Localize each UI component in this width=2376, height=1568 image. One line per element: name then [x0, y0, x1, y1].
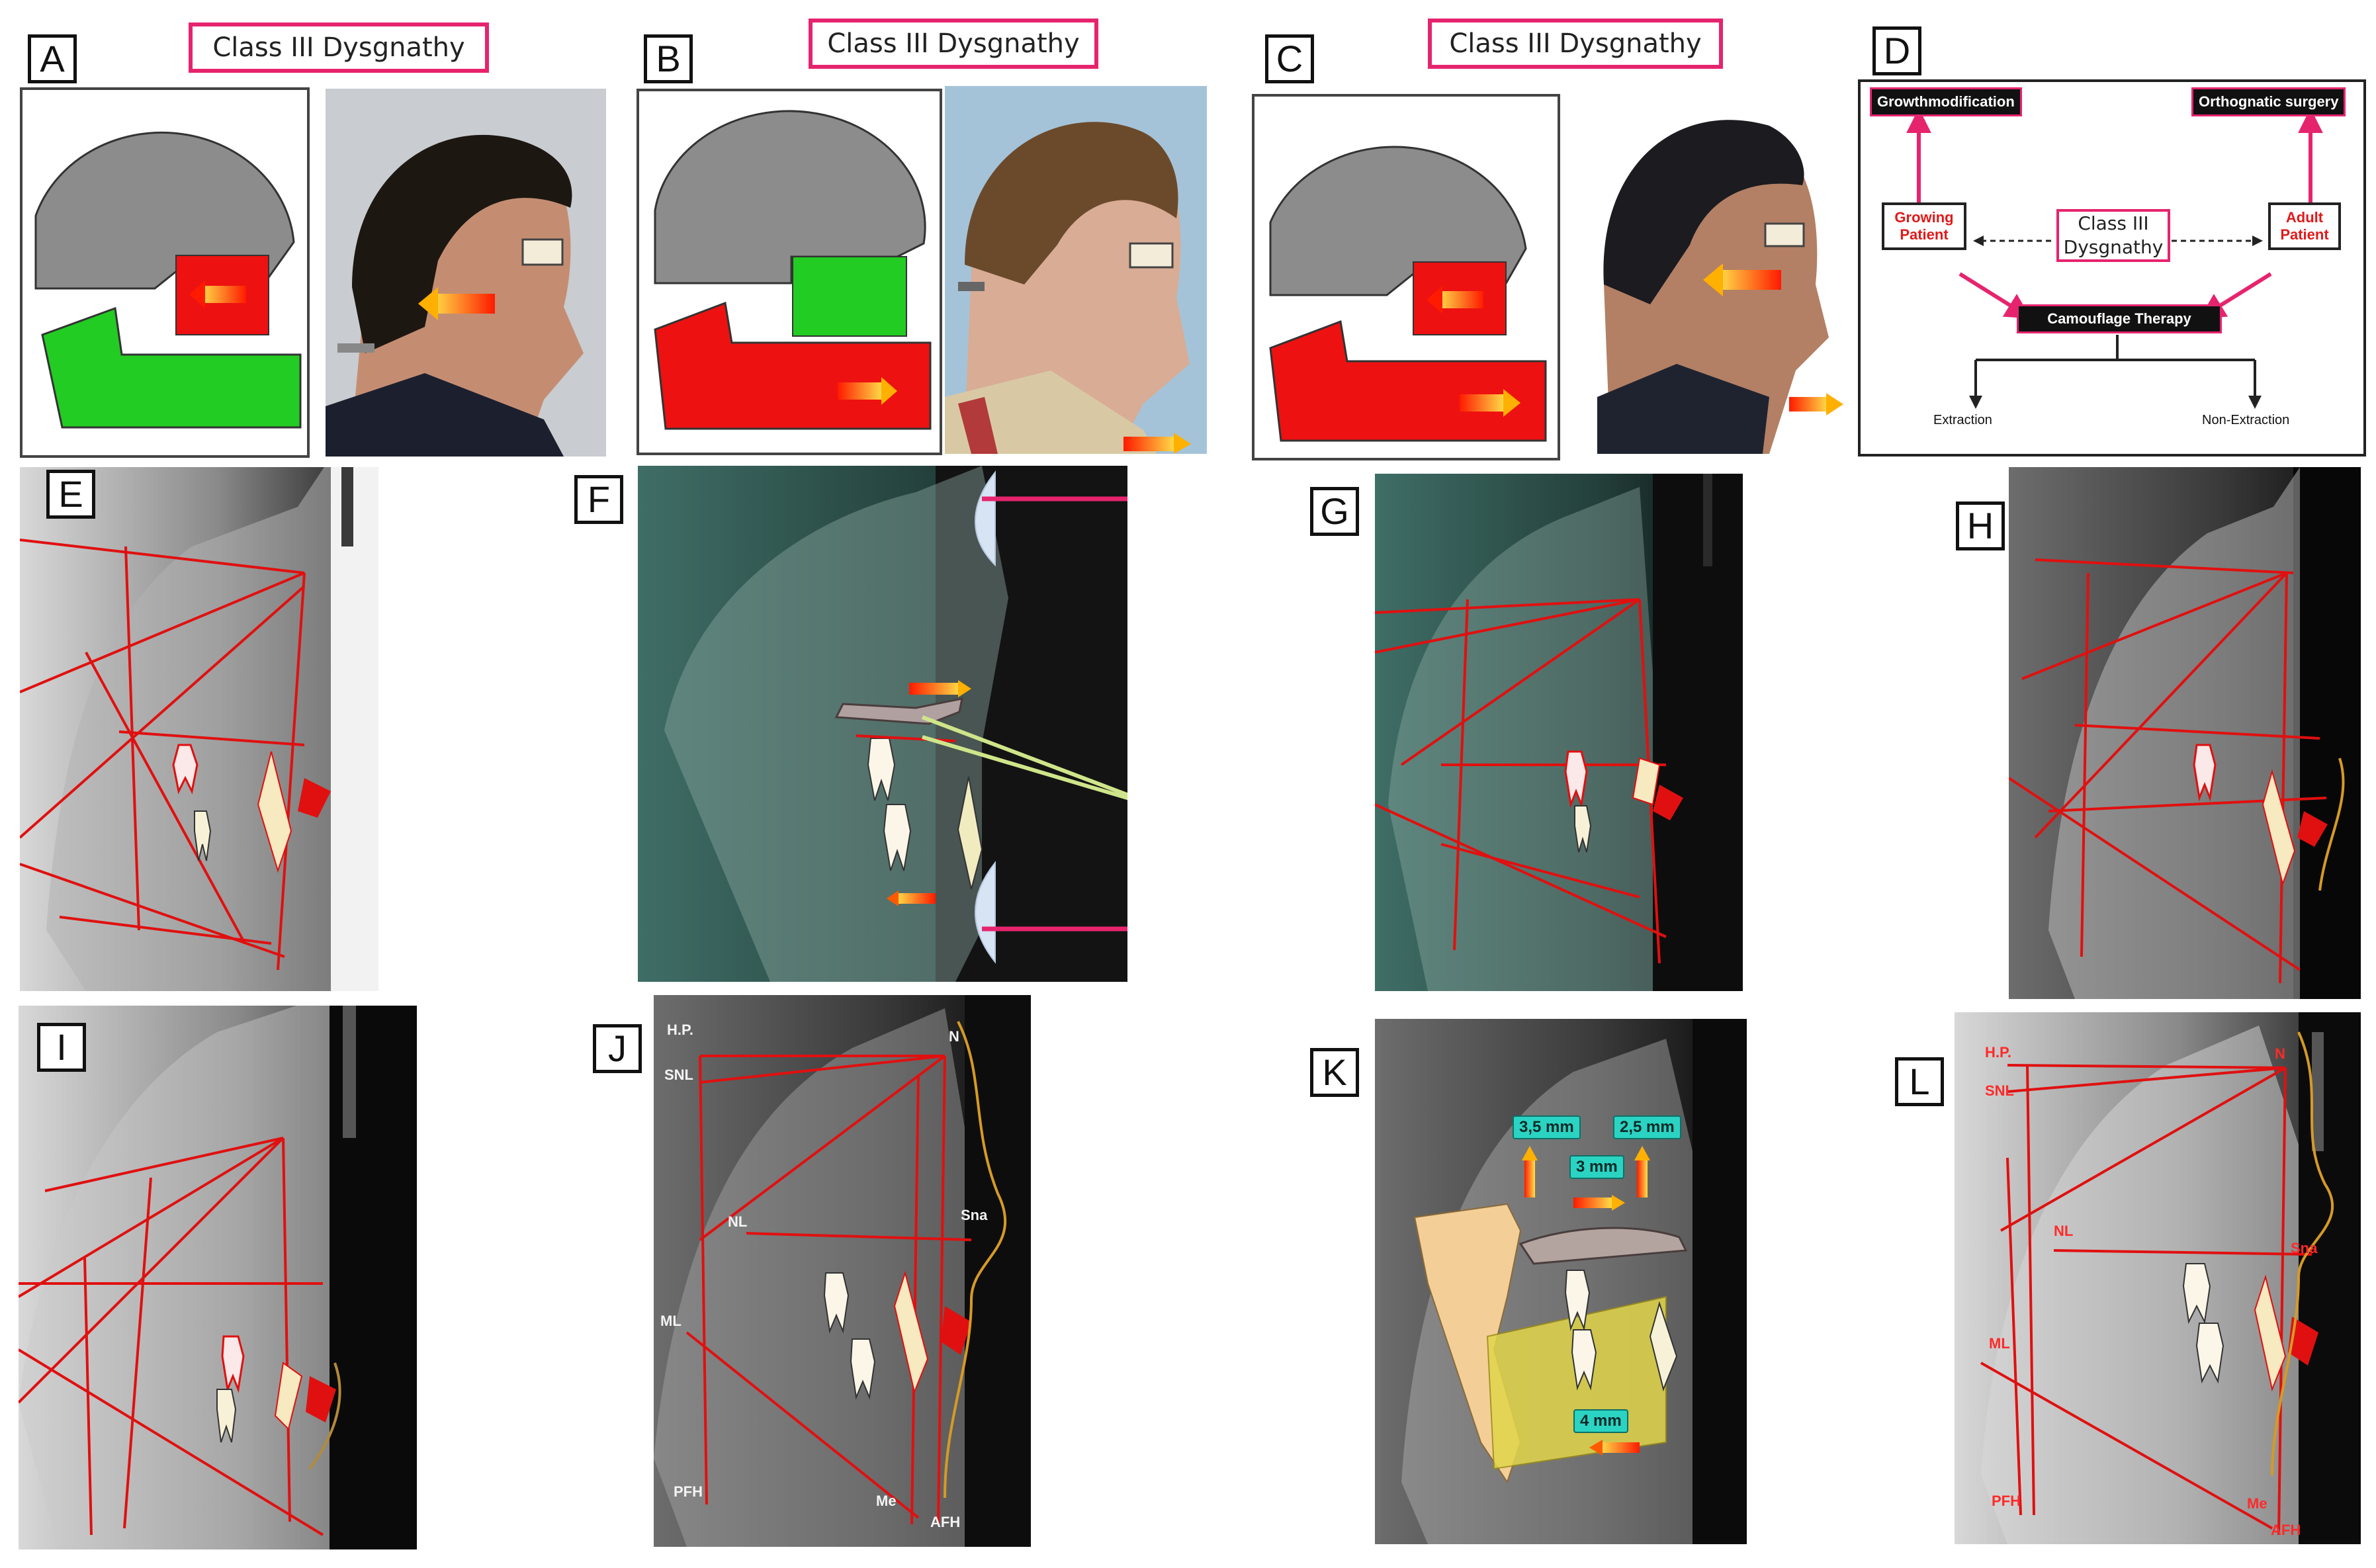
- growth-modification-box: Growthmodification: [1870, 87, 2022, 116]
- label-n-l: N: [2275, 1045, 2285, 1062]
- panel-label-a: A: [28, 34, 77, 83]
- cephalogram-f: [638, 466, 1127, 982]
- cephalogram-e: [20, 467, 378, 991]
- panel-title-a: Class III Dysgnathy: [189, 22, 489, 73]
- panel-label-c: C: [1265, 34, 1314, 83]
- label-ml-l: ML: [1989, 1335, 2010, 1352]
- panel-label-k: K: [1310, 1048, 1359, 1097]
- label-pfh-l: PFH: [1992, 1493, 2021, 1509]
- label-nl-l: NL: [2054, 1223, 2074, 1239]
- label-sna-l: Sna: [2291, 1240, 2318, 1256]
- flowchart-frame: Growthmodification Orthognatic surgery G…: [1858, 79, 2366, 457]
- schematic-b: [637, 89, 942, 455]
- panel-label-d: D: [1872, 26, 1921, 75]
- label-hp-j: H.P.: [667, 1022, 693, 1038]
- label-nl-j: NL: [728, 1213, 748, 1230]
- measurement-tag-3: 3 mm: [1569, 1155, 1624, 1179]
- panel-label-e: E: [46, 470, 95, 519]
- label-ml-j: ML: [660, 1313, 682, 1329]
- camouflage-therapy-box: Camouflage Therapy: [2017, 304, 2222, 333]
- extraction-label: Extraction: [1933, 413, 1992, 427]
- label-me-l: Me: [2247, 1495, 2267, 1512]
- cephalogram-l: H.P. SNL NL ML N Sna PFH Me AFH: [1955, 1012, 2361, 1544]
- adult-patient-box: Adult Patient: [2268, 202, 2341, 250]
- label-pfh-j: PFH: [674, 1483, 703, 1500]
- growing-patient-box: Growing Patient: [1882, 202, 1966, 250]
- label-afh-j: AFH: [930, 1514, 961, 1530]
- panel-title-b: Class III Dysgnathy: [809, 19, 1098, 69]
- panel-label-g: G: [1310, 487, 1359, 536]
- cephalogram-i: [19, 1006, 417, 1549]
- label-n-j: N: [949, 1028, 959, 1045]
- panel-label-f: F: [574, 475, 623, 524]
- panel-label-b: B: [644, 34, 693, 83]
- cephalogram-j: H.P. SNL NL ML N Sna PFH Me AFH: [654, 995, 1031, 1547]
- label-sna-j: Sna: [961, 1207, 988, 1223]
- label-snl-l: SNL: [1985, 1082, 2014, 1099]
- schematic-c: [1252, 94, 1560, 460]
- label-afh-l: AFH: [2271, 1522, 2301, 1538]
- label-snl-j: SNL: [664, 1067, 693, 1083]
- panel-title-c: Class III Dysgnathy: [1428, 19, 1723, 69]
- measurement-tag-2: 2,5 mm: [1613, 1115, 1681, 1139]
- cephalogram-k: 3,5 mm 2,5 mm 3 mm 4 mm: [1375, 1019, 1747, 1544]
- label-hp-l: H.P.: [1985, 1044, 2011, 1061]
- patient-photo-c: [1597, 86, 1855, 454]
- non-extraction-label: Non-Extraction: [2202, 413, 2290, 427]
- class-iii-center-box: Class III Dysgnathy: [2056, 209, 2170, 262]
- patient-photo-b: [945, 86, 1207, 454]
- patient-photo-a: [326, 89, 606, 457]
- panel-label-h: H: [1956, 501, 2005, 550]
- orthognathic-surgery-box: Orthognatic surgery: [2191, 87, 2346, 116]
- measurement-tag-4: 4 mm: [1573, 1409, 1628, 1433]
- measurement-tag-1: 3,5 mm: [1513, 1115, 1581, 1139]
- panel-label-j: J: [593, 1024, 642, 1073]
- cephalogram-g: [1375, 474, 1743, 991]
- cephalogram-h: [2009, 467, 2361, 999]
- panel-label-i: I: [37, 1023, 86, 1072]
- panel-label-l: L: [1895, 1057, 1944, 1106]
- schematic-a: [20, 87, 310, 458]
- label-me-j: Me: [876, 1493, 897, 1509]
